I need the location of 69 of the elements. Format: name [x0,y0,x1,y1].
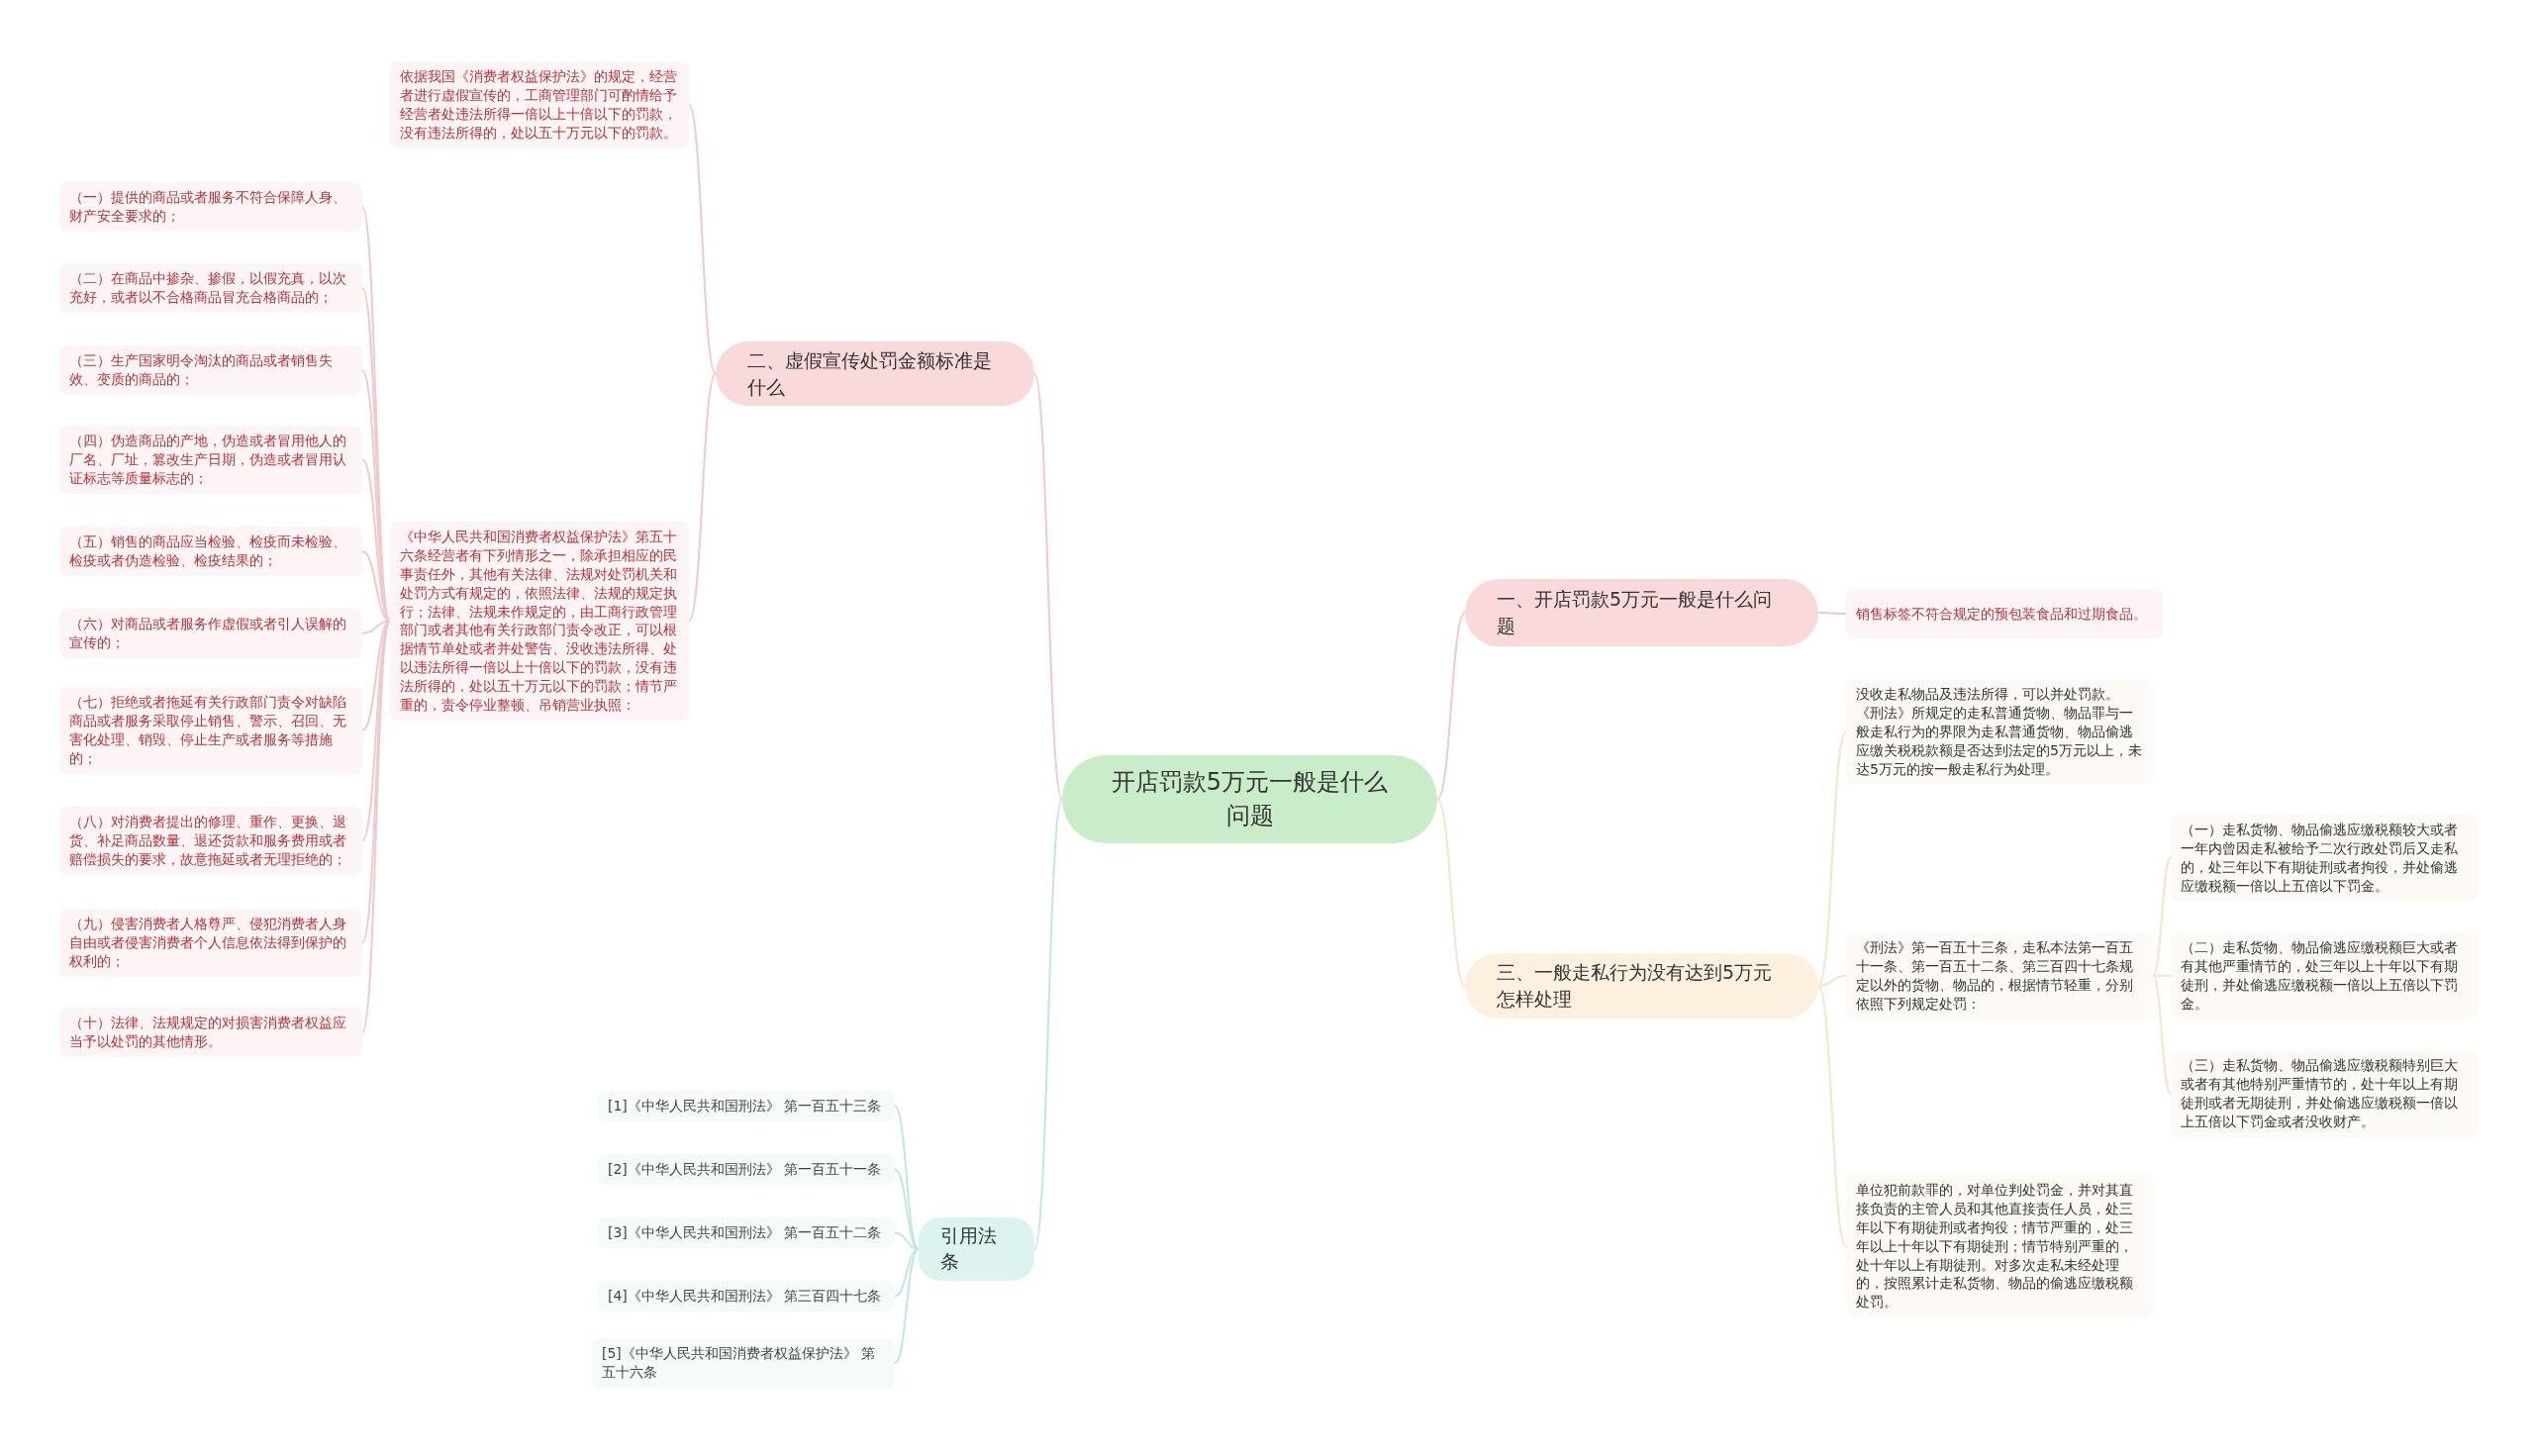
connector-line [1033,372,1063,801]
topic-text: （三）生产国家明令淘汰的商品或者销售失效、变质的商品的； [69,351,334,389]
citation-box [598,1217,895,1248]
connector-line [894,1248,920,1298]
connector-line [2152,974,2172,977]
topic-text: （一）走私货物、物品偷逃应缴税额较大或者一年内曾因走私被给予二次行政处罚后又走私的，处三年以下有期徒刑或者拘役，并处偷逃应缴税额一倍以上五倍以下罚金。 [2181,821,2459,896]
topic-text: 单位犯前款罪的，对单位判处罚金，并对其直接负责的主管人员和其他直接责任人员，处三年以下有期徒刑或者拘役；情节严重的，处三年以上十年以下有期徒刑；情节特别严重的，处十年以上有期徒刑。对多次走私未经处理的，按照累计走私货物、物品的偷逃应缴税额处罚。 [1856,1181,2134,1312]
topic-text: 二、虚假宣传处罚金额标准是什么 [747,348,993,400]
topic-text: [1]《中华人民共和国刑法》 第一百五十三条 [608,1097,882,1116]
subtopic-box [59,909,362,977]
topic-text: （二）走私货物、物品偷逃应缴税额巨大或者有其他严重情节的，处三年以上十年以下有期徒刑，并处偷逃应缴税额一倍以上五倍以下罚金。 [2181,938,2459,1014]
topic-text: （七）拒绝或者拖延有关行政部门责令对缺陷商品或者服务采取停止销售、警示、召回、无害化处理、销毁、停止生产或者服务等措施的； [69,693,347,768]
topic-text: [2]《中华人民共和国刑法》 第一百五十一条 [608,1160,882,1179]
subtopic-box [59,426,362,494]
topic-text: （十）法律、法规规定的对损害消费者权益应当予以处罚的其他情形。 [69,1014,347,1051]
subtopic-box [59,807,362,875]
branch-topic [716,341,1034,407]
citation-box [592,1338,895,1388]
topic-text: （三）走私货物、物品偷逃应缴税额特别巨大或者有其他特别严重情节的，处十年以上有期徒刑或者无期徒刑，并处偷逃应缴税额一倍以上五倍以下罚金或者没收财产。 [2181,1056,2459,1131]
subtopic-box [2171,1050,2478,1137]
topic-text: （九）侵害消费者人格尊严、侵犯消费者人身自由或者侵害消费者个人信息依法得到保护的权利的； [69,915,347,971]
topic-text: 引用法条 [940,1223,998,1274]
topic-text: （四）伪造商品的产地，伪造或者冒用他人的厂名、厂址，篡改生产日期，伪造或者冒用认证标志等质量标志的； [69,432,347,488]
topic-text: [5]《中华人民共和国消费者权益保护法》 第五十六条 [602,1344,877,1382]
topic-text: （一）提供的商品或者服务不符合保障人身、财产安全要求的； [69,188,347,226]
subtopic-box [59,182,362,232]
topic-text: [3]《中华人民共和国刑法》 第一百五十二条 [608,1223,882,1242]
connector-line [1817,985,1847,1248]
subtopic-box [1846,1175,2153,1318]
connector-line [1436,612,1466,801]
topic-text: （六）对商品或者服务作虚假或者引人误解的宣传的； [69,615,347,652]
subtopic-box [59,1008,362,1057]
branch-topic [919,1217,1034,1281]
connector-line [1817,612,1847,615]
subtopic-box [1846,932,2153,1019]
connector-line [688,372,717,623]
connector-line [1817,974,1847,987]
connector-line [688,104,717,375]
topic-text: 三、一般走私行为没有达到5万元怎样处理 [1497,960,1774,1012]
subtopic-box [59,345,362,395]
topic-text: （二）在商品中掺杂、掺假，以假充真，以次充好，或者以不合格商品冒充合格商品的； [69,269,347,307]
topic-text: 依据我国《消费者权益保护法》的规定，经营者进行虚假宣传的，工商管理部门可酌情给予经营者处违法所得一倍以上十倍以下的罚款，没有违法所得的，处以五十万元以下的罚款。 [400,67,678,143]
topic-text: （五）销售的商品应当检验、检疫而未检验、检疫或者伪造检验、检疫结果的； [69,533,347,570]
subtopic-box [59,527,362,576]
subtopic-box [1846,679,2153,785]
connector-line [1817,730,1847,987]
topic-text: 没收走私物品及违法所得，可以并处罚款。《刑法》所规定的走私普通货物、物品罪与一般走私行为的界限为走私普通货物、物品偷逃应缴关税税款额是否达到法定的5万元以上，未达5万元的按一般走私行为处理。 [1856,685,2143,779]
citation-box [598,1154,895,1185]
topic-text: 销售标签不符合规定的预包装食品和过期食品。 [1856,604,2147,624]
connector-line [1436,798,1466,987]
topic-text: [4]《中华人民共和国刑法》 第三百四十七条 [608,1287,882,1306]
connector-line [894,1248,920,1364]
citation-box [598,1091,895,1121]
topic-text: 一、开店罚款5万元一般是什么问题 [1497,587,1774,638]
topic-text: （八）对消费者提出的修理、重作、更换、退货、补足商品数量、退还货款和服务费用或者赔偿损失的要求，故意拖延或者无理拒绝的； [69,813,347,869]
subtopic-box [59,263,362,313]
subtopic-box [390,61,689,148]
subtopic-box [2171,815,2478,902]
topic-text: 《刑法》第一百五十三条，走私本法第一百五十一条、第一百五十二条、第三百四十七条规定以外的货物、物品的，根据情节轻重，分别依照下列规定处罚： [1856,938,2134,1014]
subtopic-box [1846,589,2163,638]
connector-line [2152,974,2172,1095]
citation-box [598,1281,895,1311]
topic-text: 开店罚款5万元一般是什么问题 [1110,766,1390,831]
connector-line [2152,856,2172,977]
topic-text: 《中华人民共和国消费者权益保护法》第五十六条经营者有下列情形之一，除承担相应的民事责任外，其他有关法律、法规对处罚机关和处罚方式有规定的，依照法律、法规的规定执行；法律、法规未作规定的，由工商行政管理部门或者其他有关行政部门责令改正，可以根据情节单处或者并处警告、没收违法所得、处以违法所得一倍以上十倍以下的罚款，没有违法所得的，处以五十万元以下的罚款；情节严重的，责令停业整顿、吊销营业执照： [400,528,678,715]
subtopic-box [59,609,362,658]
subtopic-box [2171,932,2478,1019]
subtopic-box [59,687,362,774]
connector-line [1033,798,1063,1250]
